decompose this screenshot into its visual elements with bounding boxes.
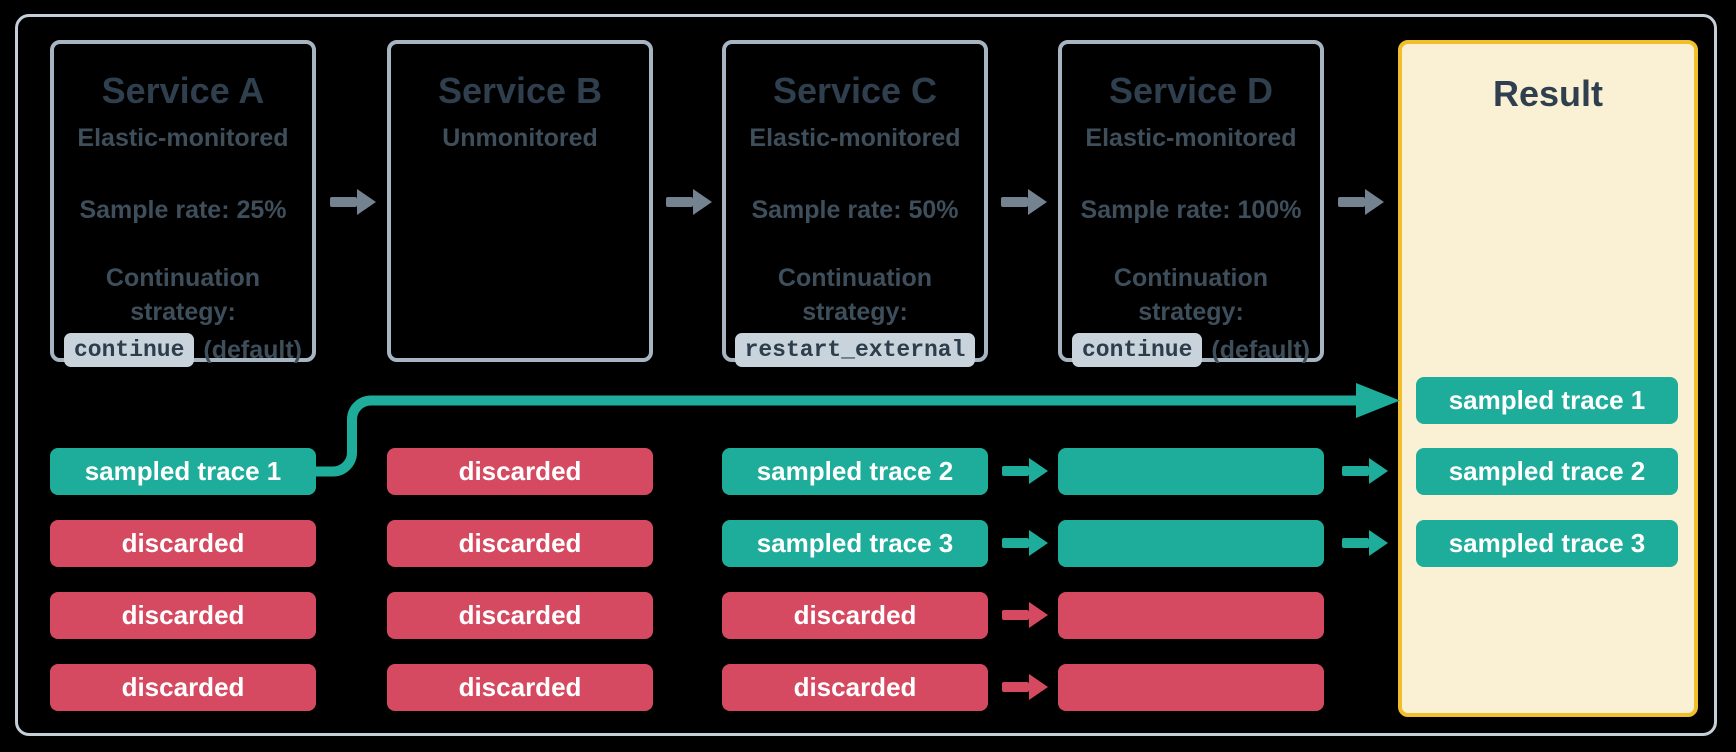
flow-arrow-icon [1001, 189, 1047, 215]
service-d-continuation-label: Continuation strategy: [1113, 264, 1269, 326]
service-c-sample-rate-label: Sample rate: 50% [751, 196, 959, 224]
service-d-strategy-default-label: (default) [1211, 335, 1311, 364]
trace-pill-discarded: discarded [722, 592, 988, 639]
outer-frame [15, 14, 1717, 736]
service-a-strategy-row: continue (default) [63, 333, 303, 367]
result-title: Result [1492, 73, 1604, 114]
trace-pill-discarded: discarded [387, 592, 653, 639]
trace-pill-discarded: discarded [387, 664, 653, 711]
service-c-monitoring-label: Elastic-monitored [749, 124, 961, 152]
trace-arrow-icon [1002, 674, 1048, 700]
service-d-box: Service D Elastic-monitored Sample rate:… [1058, 40, 1324, 367]
service-b-title: Service B [437, 70, 603, 111]
flow-arrow-icon [1338, 189, 1384, 215]
trace-pill-sampled: sampled trace 3 [722, 520, 988, 567]
trace-pill-discarded [1058, 592, 1324, 639]
service-d-strategy-code-chip: continue [1071, 333, 1203, 367]
service-b-monitoring-label: Unmonitored [442, 124, 598, 152]
result-pill-sampled: sampled trace 1 [1416, 377, 1678, 424]
service-a-monitoring-label: Elastic-monitored [77, 124, 289, 152]
trace-arrow-icon [1342, 458, 1388, 484]
service-c-strategy-row: restart_external [734, 333, 976, 367]
trace-pill-discarded: discarded [387, 448, 653, 495]
result-pill-sampled: sampled trace 2 [1416, 448, 1678, 495]
trace-pill-discarded: discarded [50, 664, 316, 711]
trace-pill-discarded: discarded [50, 592, 316, 639]
trace-pill-discarded: discarded [722, 664, 988, 711]
service-a-strategy-default-label: (default) [203, 335, 303, 364]
trace-pill-sampled [1058, 448, 1324, 495]
result-pill-sampled: sampled trace 3 [1416, 520, 1678, 567]
trace-arrow-icon [1002, 530, 1048, 556]
trace-pill-sampled: sampled trace 2 [722, 448, 988, 495]
service-c-strategy-code-chip: restart_external [734, 333, 976, 367]
service-a-continuation-label: Continuation strategy: [105, 264, 261, 326]
service-d-sample-rate-label: Sample rate: 100% [1080, 196, 1302, 224]
flow-arrow-icon [666, 189, 712, 215]
trace-pill-discarded: discarded [387, 520, 653, 567]
trace-pill-sampled: sampled trace 1 [50, 448, 316, 495]
service-d-strategy-row: continue (default) [1071, 333, 1311, 367]
trace-arrow-icon [1002, 458, 1048, 484]
trace-arrow-icon [1342, 530, 1388, 556]
service-d-monitoring-label: Elastic-monitored [1085, 124, 1297, 152]
service-c-box: Service C Elastic-monitored Sample rate:… [722, 40, 988, 367]
flow-arrow-icon [330, 189, 376, 215]
trace-pill-discarded: discarded [50, 520, 316, 567]
service-c-title: Service C [772, 70, 938, 111]
service-a-title: Service A [101, 70, 265, 111]
service-a-box: Service A Elastic-monitored Sample rate:… [50, 40, 316, 367]
service-a-strategy-code-chip: continue [63, 333, 195, 367]
service-b-box: Service B Unmonitored [387, 40, 653, 362]
service-a-sample-rate-label: Sample rate: 25% [79, 196, 287, 224]
trace-pill-discarded [1058, 664, 1324, 711]
service-d-title: Service D [1108, 70, 1274, 111]
trace-pill-sampled [1058, 520, 1324, 567]
service-c-continuation-label: Continuation strategy: [777, 264, 933, 326]
trace-arrow-icon [1002, 602, 1048, 628]
